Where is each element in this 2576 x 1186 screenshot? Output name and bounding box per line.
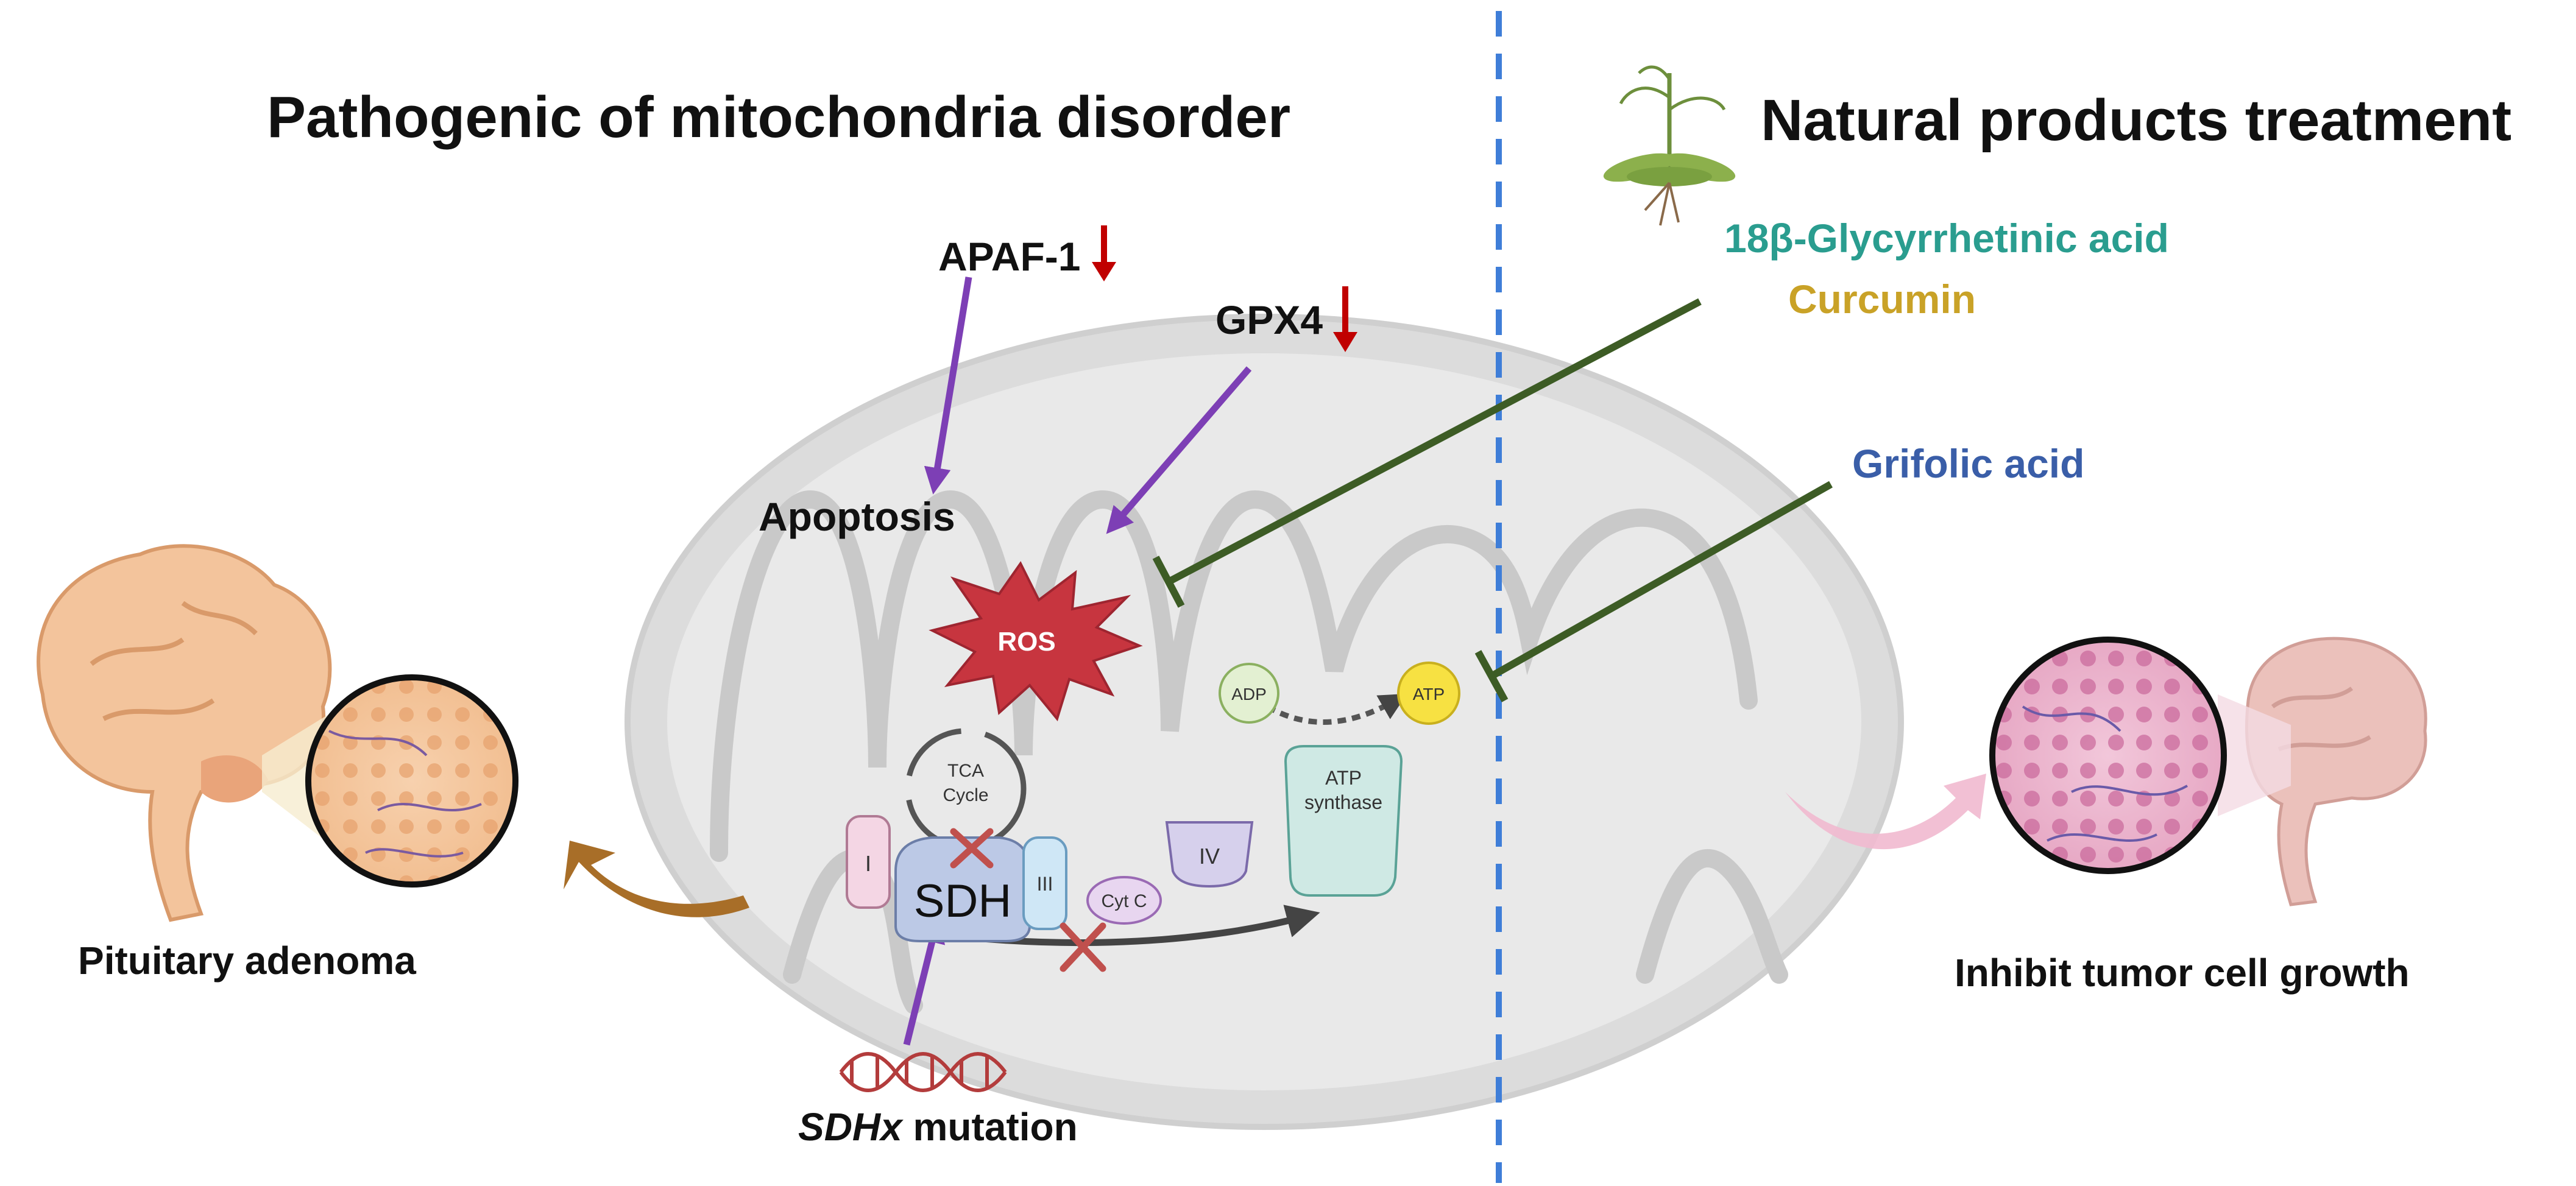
zoom-cone-right [2218,694,2291,816]
mutation-word: mutation [902,1105,1078,1149]
brown-curved-arrow [564,841,749,917]
complex-iv: IV [1165,821,1254,888]
compound-grifolic: Grifolic acid [1852,441,2085,486]
arrow-mutation-to-sdh [903,916,946,1046]
block-x-icon-cytc [1060,922,1106,972]
complex-iii: III [1022,836,1067,930]
pink-curved-arrow [1785,774,1986,850]
mitochondrion [625,314,1904,1130]
left-panel-title: Pathogenic of mitochondria disorder [267,85,1291,150]
complex-iii-label: III [1037,873,1053,895]
inhibit-growth-label: Inhibit tumor cell growth [1955,951,2410,995]
atp-synthase: ATP synthase [1284,745,1403,897]
tumor-tissue-left [305,674,518,888]
adp-to-atp-arrow [1265,693,1407,725]
complex-iv-label: IV [1199,844,1220,869]
apoptosis-label: Apoptosis [759,494,955,539]
brain-icon-right [2245,637,2427,906]
sdh-label: SDH [914,875,1011,927]
arrow-apaf-to-apoptosis [924,277,972,495]
sdh-complex: SDH [894,836,1031,942]
cyt-c: Cyt C [1086,876,1162,925]
plant-icon [1603,65,1736,226]
atp-synthase-label-line2: synthase [1304,791,1382,813]
gpx4-label: GPX4 [1215,297,1323,342]
adp-label: ADP [1231,685,1267,704]
inhibition-compounds-to-ros [1152,298,1702,608]
down-arrow-icon-apaf [1092,225,1116,281]
complex-i-label: I [865,851,871,876]
block-x-icon-tca [950,828,994,869]
pituitary-adenoma-label: Pituitary adenoma [78,939,416,983]
brain-icon-left [37,544,332,922]
tca-cycle: TCA Cycle [905,728,1027,850]
right-panel-title: Natural products treatment [1761,88,2512,153]
compound-curcumin: Curcumin [1788,277,1976,322]
atp-synthase-label-line1: ATP [1325,767,1362,789]
down-arrow-icon-gpx4 [1333,286,1357,352]
ros-burst-icon: ROS [929,561,1143,722]
sdhx-gene: SDHx [798,1105,902,1149]
atp-molecule: ATP [1397,662,1460,725]
tumor-tissue-right [1989,637,2227,874]
tca-label-line1: TCA [947,761,984,781]
dna-icon [839,1052,1007,1092]
ros-label: ROS [997,627,1055,657]
cyt-c-label: Cyt C [1102,891,1147,911]
tca-label-line2: Cycle [943,785,988,805]
complex-i: I [846,815,891,909]
inhibition-grifolic-to-atp [1474,481,1833,702]
atp-label: ATP [1413,685,1445,704]
adp-molecule: ADP [1219,663,1279,724]
compound-glycyrrhetinic: 18β-Glycyrrhetinic acid [1724,216,2169,261]
apaf1-label: APAF-1 [938,234,1081,279]
arrow-gpx4-to-ros [1106,366,1252,534]
sdhx-mutation-label: SDHx mutation [798,1107,1078,1146]
cristae [710,490,1758,862]
